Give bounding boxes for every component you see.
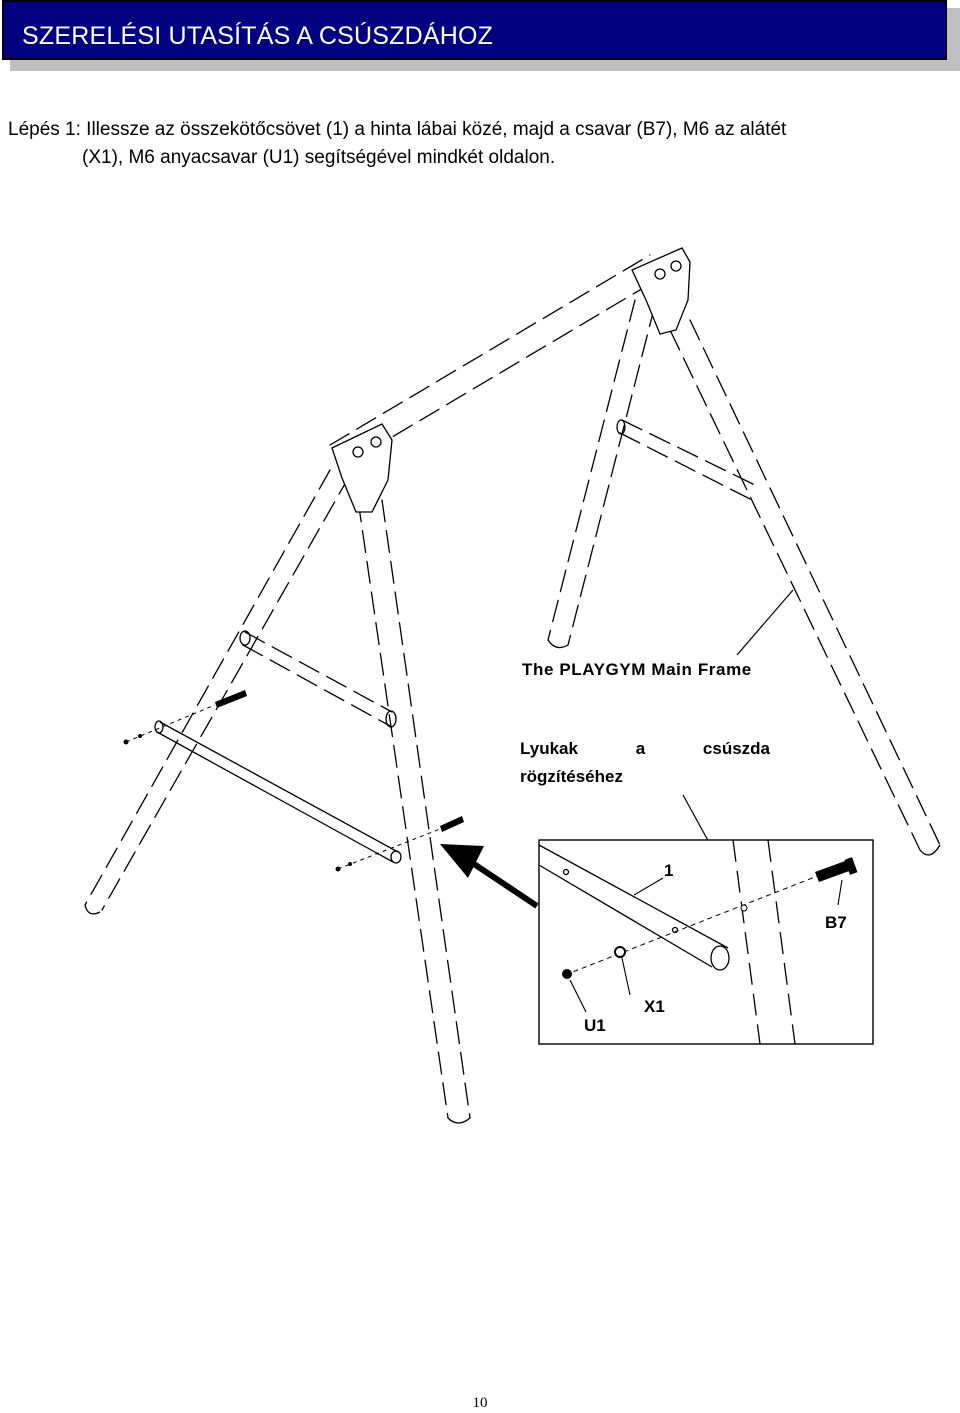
detail-leg-edge-b — [767, 839, 796, 1045]
tube-edge-a — [159, 721, 399, 853]
left-front-leg-end — [84, 904, 101, 915]
step-instruction-line2: (X1), M6 anyacsavar (U1) segítségével mi… — [82, 147, 556, 168]
callout-word-3: csúszda — [702, 739, 770, 758]
left-rear-leg-end — [447, 1117, 471, 1124]
right-rear-leg-edge-b — [689, 319, 941, 846]
left-brace-end-right — [385, 710, 397, 728]
step-instruction-line1: Lépés 1: Illessze az összekötőcsövet (1)… — [8, 119, 787, 140]
bolt-left — [215, 690, 247, 708]
callout-line-2: rögzítéséhez — [520, 767, 623, 786]
right-front-leg-edge-a — [547, 299, 636, 641]
bolt-right — [440, 816, 464, 832]
detail-tube-edge-b — [538, 864, 713, 968]
label-part-u1: U1 — [584, 1016, 606, 1035]
label-part-1: 1 — [664, 861, 673, 880]
tube-end-left — [154, 720, 164, 734]
detail-bolt-b7 — [815, 860, 852, 882]
detail-bolt-axis — [564, 874, 821, 976]
header-banner: SZERELÉSI UTASÍTÁS A CSÚSZDÁHOZ — [2, 0, 947, 60]
label-part-x1: X1 — [644, 997, 665, 1016]
page-title: SZERELÉSI UTASÍTÁS A CSÚSZDÁHOZ — [22, 22, 494, 50]
detail-nut-u1 — [562, 969, 572, 979]
step-instruction: Lépés 1: Illessze az összekötőcsövet (1)… — [8, 116, 948, 172]
right-rear-leg-end — [919, 844, 941, 856]
top-beam-upper-edge — [329, 254, 651, 446]
frame-label-leader — [736, 589, 794, 656]
top-beam-lower-edge — [339, 277, 661, 469]
left-front-leg-edge-b — [101, 474, 351, 911]
right-front-leg-end — [547, 639, 569, 649]
detail-leg-edge-a — [732, 839, 761, 1045]
right-brace-edge-b — [619, 432, 753, 501]
frame-label: The PLAYGYM Main Frame — [522, 660, 752, 679]
detail-washer-x1 — [614, 946, 626, 958]
callout-word-2: a — [635, 739, 646, 758]
right-brace-end — [616, 419, 626, 435]
left-brace-edge-a — [244, 631, 393, 713]
tube-edge-b — [156, 731, 394, 863]
page-number: 10 — [472, 1395, 488, 1411]
left-rear-leg-edge-b — [381, 499, 471, 1119]
left-brace-end — [239, 630, 251, 646]
left-rear-leg-edge-a — [357, 499, 449, 1119]
left-front-leg-edge-a — [84, 469, 331, 906]
right-front-leg-edge-b — [567, 304, 656, 646]
left-top-bracket — [331, 423, 393, 513]
callout-arrow-shaft — [466, 857, 539, 909]
holes-callout: Lyukak a csúszda rögzítéséhez — [520, 735, 770, 791]
detail-hole — [740, 904, 748, 912]
callout-arrow-head — [440, 844, 484, 878]
label-part-b7: B7 — [825, 913, 847, 932]
right-rear-leg-edge-a — [669, 329, 921, 851]
detail-tube-end — [710, 945, 730, 971]
right-brace-edge-a — [621, 419, 756, 486]
callout-word-1: Lyukak — [520, 739, 578, 758]
tube-end-right — [390, 850, 402, 864]
detail-tube-edge-a — [538, 844, 729, 949]
left-brace-edge-b — [242, 644, 391, 727]
